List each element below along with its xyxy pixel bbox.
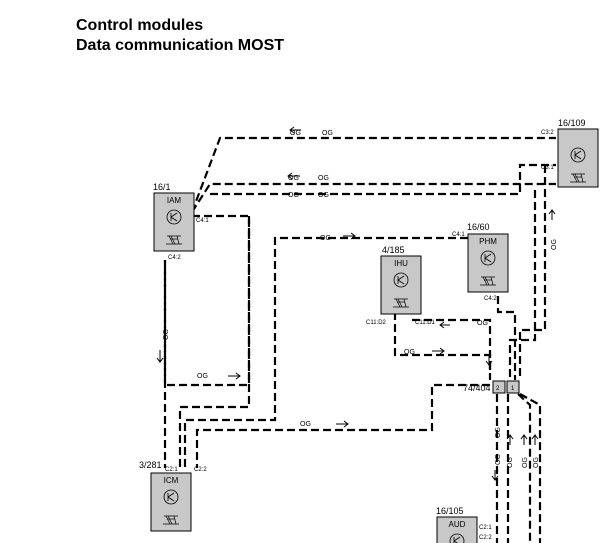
wire-iam-to-topright: OG OG — [190, 130, 556, 213]
wire-topright-down: OG — [508, 165, 558, 380]
wire-label-og: OG — [290, 130, 301, 137]
wire-topright-loop: OG OG OG OG — [191, 163, 556, 213]
connector-pin: 2 — [496, 386, 500, 392]
module-name: PHM — [479, 237, 497, 246]
wire-label-og: OG — [288, 175, 299, 182]
pin-label: C11:D2 — [366, 320, 387, 326]
wire-label-og: OG — [288, 192, 299, 199]
wire-connector-to-aud: OG OG OG OG OG — [495, 393, 542, 543]
module-ref: 16/109 — [558, 118, 586, 128]
pin-label: C2:1 — [165, 467, 178, 473]
module-ref: 16/105 — [436, 506, 464, 516]
pin-label: C3:1 — [541, 165, 554, 171]
wire-phm-to-connector — [496, 296, 517, 380]
wire-label-og: OG — [318, 175, 329, 182]
wire-label-og: OG — [300, 421, 311, 428]
module-ref: 16/1 — [153, 182, 171, 192]
module-ref: 4/185 — [382, 245, 405, 255]
pin-label: C3:2 — [541, 130, 554, 136]
module-top-right: 16/109 C3:2 C3:1 — [541, 118, 599, 188]
pin-label: C4:1 — [196, 218, 209, 224]
pin-label: C2:2 — [479, 535, 492, 541]
wire-ihu-to-connector: OG OG — [393, 312, 492, 380]
wire-phm-branch: OG — [183, 235, 468, 468]
wire-label-og: OG — [477, 320, 488, 327]
title-line-2: Data communication MOST — [76, 37, 285, 54]
pin-label: C4:2 — [168, 255, 181, 261]
module-name: ICM — [164, 476, 179, 485]
module-icm: 3/281 ICM C2:1 C2:2 — [139, 460, 207, 532]
title-line-1: Control modules — [76, 17, 204, 34]
module-name: AUD — [449, 520, 466, 529]
module-iam: 16/1 IAM C4:1 C4:2 — [153, 182, 209, 261]
wire-label-og: OG — [404, 349, 415, 356]
module-aud: 16/105 AUD C2:1 C2:2 — [436, 506, 492, 543]
wire-label-og: OG — [320, 235, 331, 242]
module-ref: 3/281 — [139, 460, 162, 470]
wire-label-og: OG — [551, 239, 558, 250]
connector-ref: 74/404 — [463, 383, 491, 393]
wire-label-og: OG — [507, 457, 514, 468]
diagram-title: Control modules Data communication MOST — [76, 16, 284, 56]
flow-arrows — [156, 126, 556, 481]
module-phm: 16/60 PHM C4:1 C4:2 — [452, 222, 509, 302]
pin-label: C2:2 — [194, 467, 207, 473]
module-ref: 16/60 — [467, 222, 490, 232]
pin-label: C2:1 — [479, 525, 492, 531]
wire-connector-to-icm: OG — [195, 383, 490, 468]
connector-74-404: 74/404 2 1 — [463, 380, 520, 394]
wire-iam-down: OG OG — [163, 214, 251, 468]
wire-label-og: OG — [495, 427, 502, 438]
module-ihu: 4/185 IHU C11:D2 C11:D1 — [366, 245, 436, 326]
wire-label-og: OG — [318, 192, 329, 199]
pin-label: C11:D1 — [415, 320, 436, 326]
module-name: IAM — [167, 196, 182, 205]
connector-pin: 1 — [511, 386, 515, 392]
wire-label-og: OG — [163, 329, 170, 340]
pin-label: C4:1 — [452, 232, 465, 238]
wire-label-og: OG — [533, 457, 540, 468]
wire-label-og: OG — [197, 373, 208, 380]
wire-label-og: OG — [495, 454, 502, 465]
wire-label-og: OG — [522, 457, 529, 468]
wire-label-og: OG — [322, 130, 333, 137]
pin-label: C4:2 — [484, 296, 497, 302]
module-name: IHU — [394, 259, 408, 268]
